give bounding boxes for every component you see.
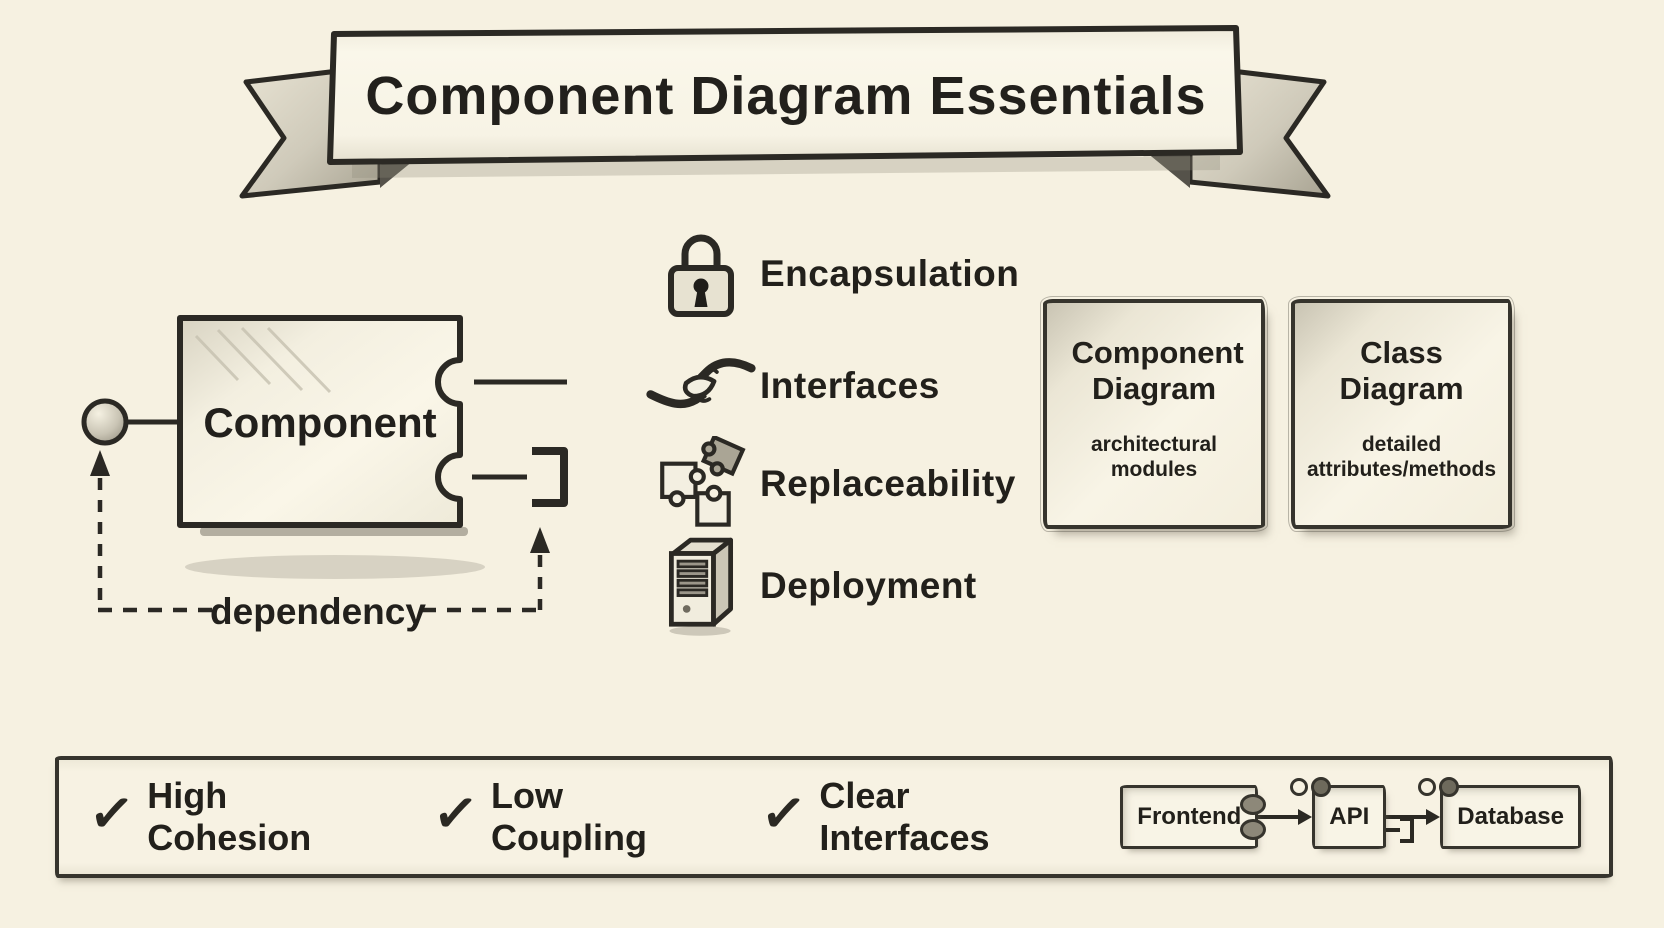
card-subtitle: architectural modules: [1090, 432, 1218, 481]
server-icon: [642, 534, 760, 638]
principle-label: Encapsulation: [760, 253, 1020, 294]
principle-deployment: Deployment: [642, 534, 1072, 638]
component-shadow: [185, 555, 485, 579]
flow-node-label: API: [1329, 803, 1370, 830]
lollipop-interface-icon: [1290, 777, 1332, 797]
check-label: High Cohesion: [147, 775, 312, 858]
check-item-low-coupling: ✓ Low Coupling: [429, 775, 715, 859]
card-subtitle: detailed attributes/methods: [1306, 432, 1497, 481]
check-item-high-cohesion: ✓ High Cohesion: [85, 775, 387, 859]
handshake-icon: [642, 349, 760, 423]
checklist-bar: ✓ High Cohesion ✓ Low Coupling ✓ Clear I…: [55, 756, 1613, 878]
lollipop-interface-icon: [1418, 777, 1460, 797]
dependency-arrowhead-left: [90, 450, 110, 476]
class-diagram-card: Class Diagram detailed attributes/method…: [1288, 296, 1515, 532]
ribbon-band: [327, 25, 1243, 165]
principle-replaceability: Replaceability: [642, 432, 1072, 536]
checkmark-icon: ✓: [758, 781, 810, 846]
port-icon: [1240, 793, 1267, 815]
card-title: Class Diagram: [1339, 335, 1464, 406]
flow-node-frontend: Frontend: [1120, 785, 1267, 849]
example-flow-diagram: Frontend API Database: [1120, 777, 1582, 849]
dependency-arrowhead-right: [530, 527, 550, 553]
pencil-hatching: [194, 326, 332, 394]
flow-node-api: API: [1290, 777, 1415, 849]
principle-interfaces: Interfaces: [642, 334, 1072, 438]
socket-interface-icon: [1386, 817, 1415, 843]
dependency-label: dependency: [210, 591, 426, 632]
banner-title: Component Diagram Essentials: [365, 66, 1206, 126]
checkmark-icon: ✓: [85, 781, 138, 846]
component-label: Component: [203, 399, 436, 446]
socket-interface-icon: [532, 447, 568, 507]
puzzle-icon: [642, 436, 760, 532]
principle-label: Interfaces: [760, 365, 940, 406]
card-title: Component Diagram: [1071, 335, 1244, 406]
title-banner: Component Diagram Essentials: [239, 25, 1331, 199]
flow-node-label: Frontend: [1137, 803, 1242, 830]
principle-label: Replaceability: [760, 463, 1016, 504]
ribbon-shadow: [352, 156, 1220, 178]
component-diagram-card: Component Diagram architectural modules: [1040, 296, 1268, 532]
flow-node-database: Database: [1418, 777, 1582, 849]
component-shadow-edge: [200, 527, 468, 536]
principle-encapsulation: Encapsulation: [642, 222, 1072, 326]
arrow-right-icon: [1258, 809, 1312, 825]
lollipop-interface-icon: [81, 398, 129, 446]
principle-label: Deployment: [760, 565, 977, 606]
flow-node-label: Database: [1457, 803, 1565, 830]
check-label: Clear Interfaces: [819, 775, 990, 858]
check-label: Low Coupling: [490, 775, 647, 858]
check-item-clear-interfaces: ✓ Clear Interfaces: [758, 775, 1074, 859]
ribbon-fold-right: [1146, 152, 1190, 188]
component-box: [177, 315, 463, 528]
checkmark-icon: ✓: [429, 781, 481, 846]
lock-icon: [642, 228, 760, 320]
component-notation-figure: Component dependency: [81, 315, 568, 632]
port-icon: [1240, 819, 1267, 841]
